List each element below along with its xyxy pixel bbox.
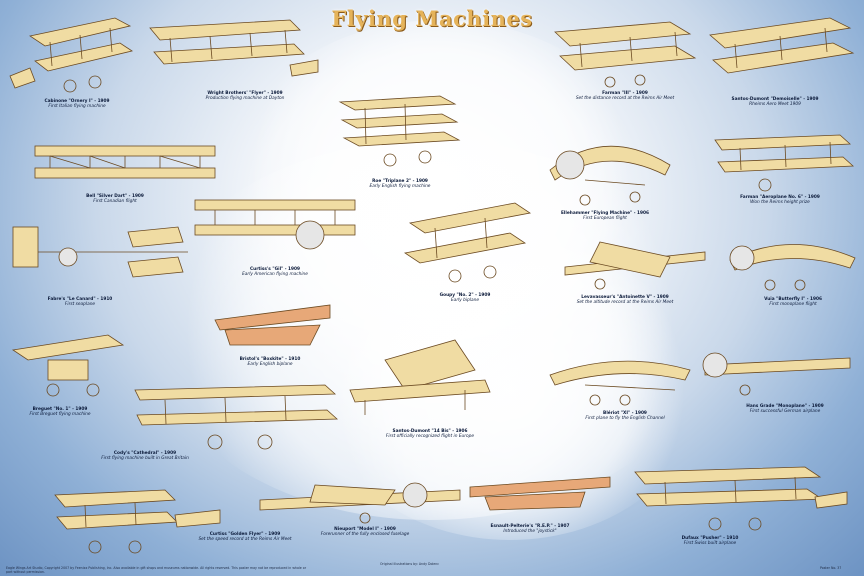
aircraft-caption: Bell "Silver Dart" - 1909 First Canadian… xyxy=(60,194,170,205)
monoplane-illustration xyxy=(255,470,465,525)
biplane-illustration xyxy=(25,485,225,560)
aircraft-name: Breguet "No. 1" - 1909 xyxy=(32,407,88,412)
aircraft-note: First officially recognized flight in Eu… xyxy=(385,433,475,439)
aircraft-name: Nieuport "Model I" - 1909 xyxy=(334,527,396,532)
aircraft-note: Set the distance record at the Reims Air… xyxy=(575,95,675,101)
aircraft-illustration xyxy=(345,330,495,425)
aircraft-name: Bristol's "Boxkite" - 1910 xyxy=(239,357,301,362)
aircraft-name: Goupy "No. 2" - 1909 xyxy=(439,293,491,298)
aircraft-caption: Levavasseur's "Antoinette V" - 1909 Set … xyxy=(555,295,695,306)
aircraft-note: First European flight xyxy=(583,215,627,221)
aircraft-name: Santos-Dumont "Demoiselle" - 1909 xyxy=(731,97,819,102)
monoplane-illustration xyxy=(720,230,860,295)
biplane-illustration xyxy=(625,462,850,537)
aircraft-note: First Breguet flying machine xyxy=(29,411,91,417)
aircraft-name: Fabre's "Le Canard" - 1910 xyxy=(47,297,113,302)
product-code: Poster No. 37 xyxy=(820,566,842,570)
aircraft-caption: Vuia "Butterfly I" - 1906 First monoplan… xyxy=(738,297,848,308)
aircraft-note: Production flying machine at Dayton xyxy=(205,95,285,101)
aircraft-illustration xyxy=(190,195,360,265)
aircraft-caption: Cabinone "Ornery I" - 1909 First Italian… xyxy=(22,99,132,110)
aircraft-caption: Roe "Triplane 2" - 1909 Early English fl… xyxy=(345,179,455,190)
aircraft-name: Vuia "Butterfly I" - 1906 xyxy=(764,297,822,302)
aircraft-name: Esnault-Pelterie's "R.E.P." - 1907 xyxy=(490,524,570,529)
aircraft-caption: Farman "III" - 1909 Set the distance rec… xyxy=(570,91,680,102)
aircraft-caption: Curtiss's "Gil" - 1909 Early American fl… xyxy=(220,267,330,278)
aircraft-note: First plane to fly the English Channel xyxy=(585,415,665,421)
biplane-illustration xyxy=(705,10,855,95)
monoplane-illustration xyxy=(545,345,695,410)
aircraft-note: Introduced the "joystick" xyxy=(503,528,557,534)
aircraft-note: First monoplane flight xyxy=(769,301,817,307)
aircraft-note: First seaplane xyxy=(64,301,96,307)
aircraft-caption: Dufaux "Pusher" - 1910 First Swiss built… xyxy=(655,536,765,547)
illustrator-credit: Original illustrations by: Andy Dolenc xyxy=(380,562,440,566)
aircraft-name: Santos-Dumont "14 Bis" - 1906 xyxy=(392,429,468,434)
aircraft-note: Won the Reims height prize xyxy=(750,199,810,205)
aircraft-name: Cody's "Cathedral" - 1909 xyxy=(113,451,177,456)
aircraft-caption: Bristol's "Boxkite" - 1910 Early English… xyxy=(215,357,325,368)
aircraft-note: Early English biplane xyxy=(247,361,293,367)
aircraft-note: First Canadian flight xyxy=(93,198,137,204)
aircraft-note: First flying machine built in Great Brit… xyxy=(101,455,189,461)
aircraft-illustration xyxy=(210,300,335,355)
aircraft-name: Dufaux "Pusher" - 1910 xyxy=(681,536,739,541)
aircraft-note: First successful German airplane xyxy=(749,408,821,414)
aircraft-illustration xyxy=(545,125,675,210)
aircraft-name: Curtiss's "Gil" - 1909 xyxy=(249,267,301,272)
aircraft-caption: Santos-Dumont "14 Bis" - 1906 First offi… xyxy=(375,429,485,440)
aircraft-name: Cabinone "Ornery I" - 1909 xyxy=(44,99,110,104)
aircraft-caption: Blériot "XI" - 1909 First plane to fly t… xyxy=(570,411,680,422)
seaplane-illustration xyxy=(8,222,193,297)
biplane-illustration xyxy=(710,130,855,195)
aircraft-name: Ellehammer "Flying Machine" - 1906 xyxy=(561,211,649,216)
aircraft-name: Wright Brothers' "Flyer" - 1909 xyxy=(207,91,283,96)
aircraft-caption: Esnault-Pelterie's "R.E.P." - 1907 Intro… xyxy=(470,524,590,535)
poster-title: Flying Machines xyxy=(331,6,533,31)
aircraft-name: Farman "III" - 1909 xyxy=(602,91,648,96)
aircraft-caption: Goupy "No. 2" - 1909 Early biplane xyxy=(410,293,520,304)
aircraft-name: Roe "Triplane 2" - 1909 xyxy=(372,179,428,184)
aircraft-caption: Ellehammer "Flying Machine" - 1906 First… xyxy=(545,211,665,222)
aircraft-note: Forerunner of the fully enclosed fuselag… xyxy=(320,531,410,537)
monoplane-illustration xyxy=(465,462,615,522)
aircraft-note: Set the speed record at the Reims Air Me… xyxy=(198,536,292,542)
aircraft-caption: Wright Brothers' "Flyer" - 1909 Producti… xyxy=(190,91,300,102)
aircraft-caption: Farman "Aeroplane No. 6" - 1909 Won the … xyxy=(725,195,835,206)
aircraft-name: Hans Grade "Monoplane" - 1909 xyxy=(746,404,824,409)
aircraft-note: Set the altitude record at the Reims Air… xyxy=(576,299,674,305)
biplane-illustration xyxy=(125,380,345,455)
aircraft-illustration xyxy=(30,138,220,193)
aircraft-caption: Cody's "Cathedral" - 1909 First flying m… xyxy=(90,451,200,462)
biplane-illustration xyxy=(550,12,700,92)
monoplane-illustration xyxy=(560,232,710,292)
aircraft-name: Farman "Aeroplane No. 6" - 1909 xyxy=(740,195,820,200)
aircraft-note: Early biplane xyxy=(450,297,480,303)
aircraft-caption: Curtiss "Golden Flyer" - 1909 Set the sp… xyxy=(190,532,300,543)
triplane-illustration xyxy=(330,92,470,172)
copyright-notice: Eagle Wings Art Studio, Copyright 2007 b… xyxy=(6,566,307,574)
aircraft-note: Rheims Aero Meet 1909 xyxy=(749,101,801,107)
aircraft-note: Early American flying machine xyxy=(242,271,308,277)
aircraft-name: Levavasseur's "Antoinette V" - 1909 xyxy=(581,295,669,300)
aircraft-caption: Santos-Dumont "Demoiselle" - 1909 Rheims… xyxy=(720,97,830,108)
biplane-illustration xyxy=(395,198,545,288)
biplane-illustration xyxy=(140,10,320,90)
monoplane-illustration xyxy=(700,340,855,400)
aircraft-name: Curtiss "Golden Flyer" - 1909 xyxy=(209,532,281,537)
aircraft-caption: Nieuport "Model I" - 1909 Forerunner of … xyxy=(310,527,420,538)
aircraft-name: Blériot "XI" - 1909 xyxy=(603,411,647,416)
aircraft-illustration xyxy=(8,330,133,400)
aircraft-name: Bell "Silver Dart" - 1909 xyxy=(86,194,144,199)
biplane-illustration xyxy=(9,6,140,96)
aircraft-note: First Italian flying machine xyxy=(48,103,106,109)
aircraft-note: First Swiss built airplane xyxy=(683,540,737,546)
aircraft-note: Early English flying machine xyxy=(369,183,431,189)
aircraft-caption: Fabre's "Le Canard" - 1910 First seaplan… xyxy=(30,297,130,308)
aircraft-caption: Breguet "No. 1" - 1909 First Breguet fly… xyxy=(15,407,105,418)
aircraft-caption: Hans Grade "Monoplane" - 1909 First succ… xyxy=(730,404,840,415)
